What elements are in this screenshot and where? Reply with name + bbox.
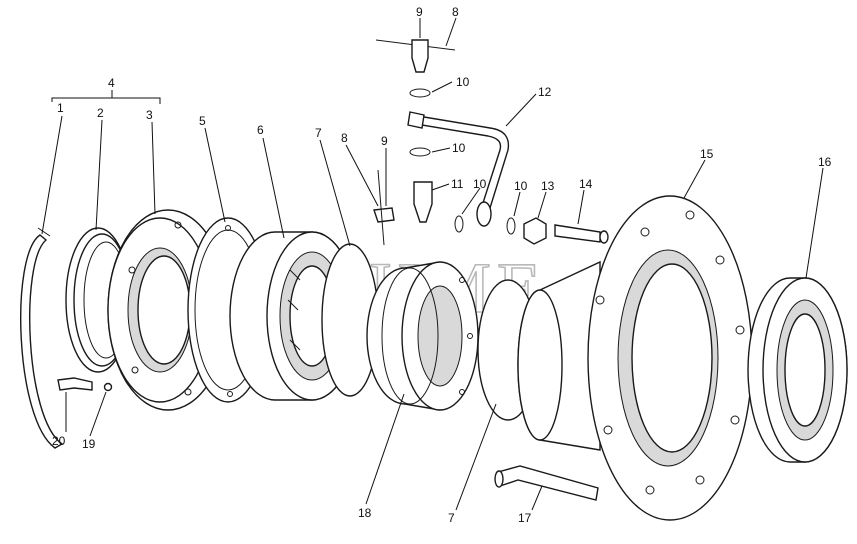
callout-10-c: 10: [473, 177, 487, 191]
callout-9-middle: 9: [381, 134, 388, 148]
callout-1: 1: [57, 101, 64, 115]
part-14-stud: [554, 224, 609, 244]
part-16-outer-bearing: [747, 277, 848, 463]
callout-labels: 1 2 3 4 5 6 7 8 9 9 8 10 10 11 12 10 10 …: [52, 5, 832, 525]
callout-11: 11: [451, 177, 464, 191]
callout-8-middle: 8: [341, 131, 348, 145]
callout-3: 3: [146, 108, 153, 122]
callout-8-top: 8: [452, 5, 459, 19]
callout-18: 18: [358, 506, 372, 520]
part-8-9-grease-nipple-top: [375, 39, 456, 73]
callout-17: 17: [518, 511, 532, 525]
callout-12: 12: [538, 85, 552, 99]
callout-20: 20: [52, 434, 66, 448]
callout-2: 2: [97, 106, 104, 120]
part-17-stud-bolt: [494, 465, 599, 501]
part-10-washers: [409, 88, 516, 235]
part-15-wheel-hub: [517, 195, 753, 521]
bracket-part-4: [51, 97, 161, 104]
callout-9-top: 9: [416, 5, 423, 19]
part-20-bolt: [57, 377, 93, 391]
callout-14: 14: [579, 177, 593, 191]
part-18-collar-sleeve: [366, 261, 479, 411]
callout-10-a: 10: [456, 75, 470, 89]
callout-5: 5: [199, 114, 206, 128]
part-12-lubrication-pipe: [407, 111, 510, 227]
leader-lines: [41, 17, 824, 511]
callout-10-b: 10: [452, 141, 466, 155]
callout-10-d: 10: [514, 179, 528, 193]
callout-13: 13: [541, 179, 555, 193]
part-11-fitting: [413, 181, 433, 223]
part-19-washer: [103, 382, 113, 392]
callout-7-upper: 7: [315, 126, 322, 140]
callout-16: 16: [818, 155, 832, 169]
callout-4: 4: [108, 76, 115, 90]
part-13-nut: [523, 217, 547, 245]
callout-7-lower: 7: [448, 511, 455, 525]
callout-15: 15: [700, 147, 714, 161]
callout-6: 6: [257, 123, 264, 137]
part-8-9-grease-nipple-mid: [373, 169, 395, 246]
part-1-retaining-ring: [20, 227, 64, 449]
callout-19: 19: [82, 437, 96, 451]
